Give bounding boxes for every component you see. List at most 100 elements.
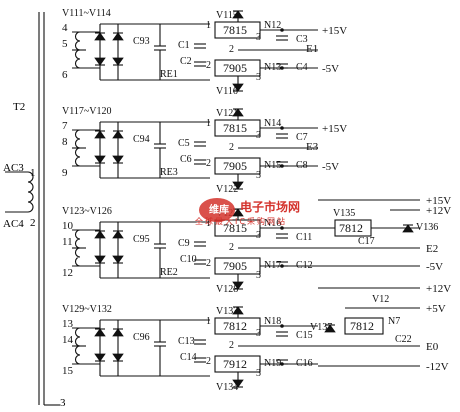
pin-number: 3 [256, 368, 261, 379]
zener-diode [324, 324, 336, 333]
cap-label: C5 [178, 138, 190, 149]
pin-number: 2 [229, 242, 234, 253]
cap-label: C11 [296, 232, 312, 243]
rectifier-diode [112, 155, 124, 164]
protection-diode-label: V128 [216, 284, 238, 295]
rectifier-diode [112, 328, 124, 337]
cap-label: C22 [395, 334, 412, 345]
cap-label: C15 [296, 330, 313, 341]
pin-number: 3 [256, 230, 261, 241]
output-voltage-label: +12V [426, 283, 451, 295]
pin-number: 3 [256, 32, 261, 43]
cap-label: C2 [180, 56, 192, 67]
regulator-box [344, 317, 384, 335]
watermark-brand: 维库 [209, 201, 229, 216]
ac3-label: AC3 [3, 158, 24, 176]
rectifier-diode [112, 353, 124, 362]
regulator-label: 7815 [223, 221, 247, 235]
regulator-designator: N18 [264, 316, 281, 327]
tap-label: 13 [62, 318, 74, 330]
junction-dot [280, 226, 284, 230]
protection-diode-label: V122 [216, 184, 238, 195]
diode-group-label: V129~V132 [62, 304, 112, 315]
cap-label: C1 [178, 40, 190, 51]
cap-label: C17 [358, 236, 375, 247]
transformer-label: T2 [13, 97, 25, 115]
primary-coil [27, 171, 34, 213]
rectifier-diode [112, 57, 124, 66]
diode-group-label: V123~V126 [62, 206, 112, 217]
pin-number: 3 [256, 328, 261, 339]
rectifier-diode [94, 130, 106, 139]
regulator-label: 7905 [223, 259, 247, 273]
tap-label: 6 [62, 69, 68, 81]
regulator-label: 7912 [223, 357, 247, 371]
output-voltage-label: -12V [426, 361, 449, 373]
pin-number: 3 [256, 72, 261, 83]
junction-dot [280, 362, 284, 366]
regulator-designator: N16 [264, 218, 281, 229]
cap-label: C13 [178, 336, 195, 347]
junction-dot [280, 126, 284, 130]
junction-dot [280, 28, 284, 32]
cap-label: C7 [296, 132, 308, 143]
diode-label: V135 [333, 208, 355, 219]
regulator-designator: N12 [264, 20, 281, 31]
protection-diode-label: V121 [216, 108, 238, 119]
regulator-label: 7815 [223, 23, 247, 37]
pin-number: 2 [206, 60, 211, 71]
input-capacitor-label: C96 [133, 332, 150, 343]
pin-number: 2 [206, 158, 211, 169]
pin-number: 2 [206, 356, 211, 367]
junction-dot [280, 66, 284, 70]
input-capacitor-label: C93 [133, 36, 150, 47]
output-voltage-label: +12V [426, 205, 451, 217]
pin-number: 1 [206, 218, 211, 229]
junction-dot [280, 164, 284, 168]
rectifier-diode [94, 353, 106, 362]
protection-diode-label: V134 [216, 382, 238, 393]
watermark-sub-text: 全球最大IC采购网站 [195, 217, 287, 226]
ac3-text: AC3 [3, 162, 24, 174]
ground-label: E1 [306, 43, 318, 55]
rectifier-diode [112, 255, 124, 264]
input-capacitor-label: C94 [133, 134, 150, 145]
output-voltage-label: -5V [426, 261, 443, 273]
regulator-label: 7815 [223, 121, 247, 135]
pin-number: 2 [229, 340, 234, 351]
protection-diode-label: V116 [216, 86, 238, 97]
output-voltage-label: +5V [426, 303, 446, 315]
watermark-site-text: 电子市场网 [240, 200, 301, 214]
protection-diode-label: V115 [216, 10, 238, 21]
cap-label: C10 [180, 254, 197, 265]
cap-label: C9 [178, 238, 190, 249]
watermark-brand-text: 维库 [209, 205, 229, 216]
pin-2-label: 2 [30, 213, 36, 231]
tap-label: 7 [62, 120, 68, 132]
rectifier-diode [94, 255, 106, 264]
diode-label: V12 [372, 294, 389, 305]
junction-dot [280, 324, 284, 328]
transformer-name: T2 [13, 101, 26, 113]
pin-number: 1 [206, 316, 211, 327]
tap-label: 5 [62, 38, 68, 50]
regulator-designator: N7 [388, 316, 400, 327]
pin-2-text: 2 [30, 217, 36, 229]
ground-label: E2 [426, 243, 438, 255]
re-label: RE2 [160, 267, 178, 278]
diode-group-label: V117~V120 [62, 106, 111, 117]
cap-label: C14 [180, 352, 197, 363]
rectifier-diode [94, 230, 106, 239]
ground-label: E3 [306, 141, 319, 153]
tap-label: 12 [62, 267, 73, 279]
ac4-text: AC4 [3, 218, 24, 230]
diode-label: V137 [310, 322, 332, 333]
pin-number: 3 [256, 170, 261, 181]
regulator-label: 7905 [223, 159, 247, 173]
cap-label: C6 [180, 154, 192, 165]
